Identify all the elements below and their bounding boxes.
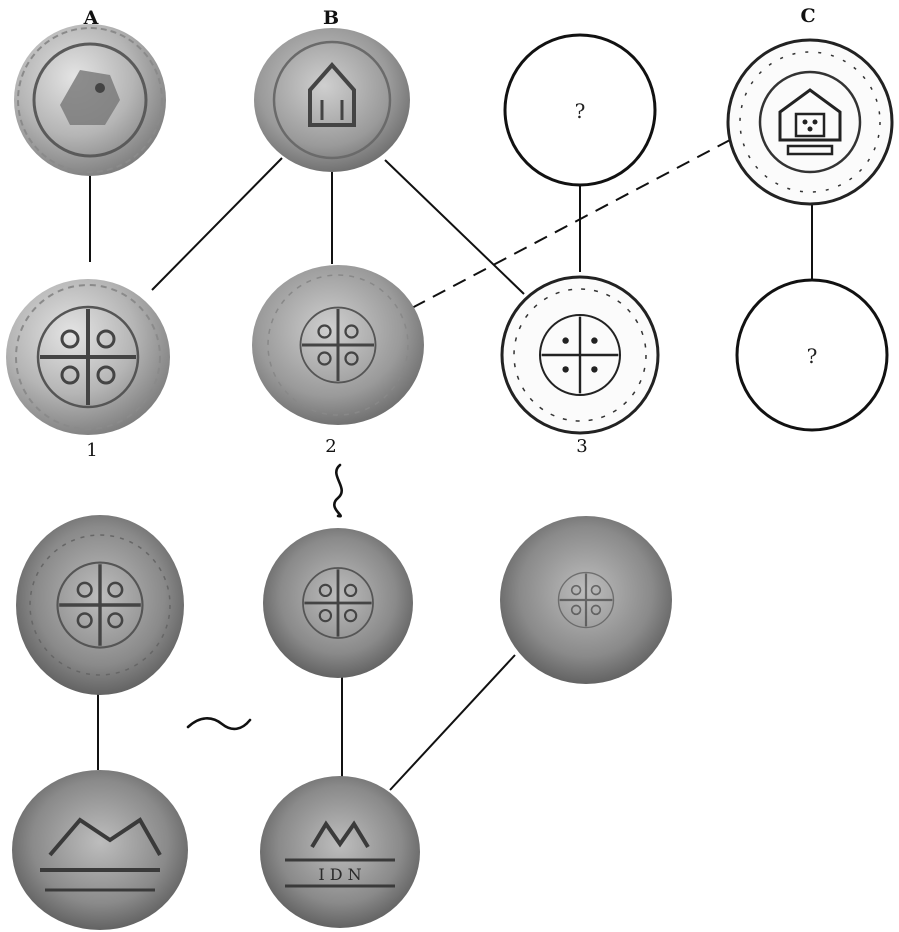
empty-coin-unknown-top: ? (505, 35, 655, 185)
coin-number-1: 1 (86, 440, 97, 461)
coin-1 (6, 279, 170, 435)
similarity-squiggle-horizontal (188, 718, 250, 729)
coin-2 (252, 265, 424, 425)
coin-number-2: 2 (325, 436, 336, 457)
column-label-b: B (323, 7, 339, 29)
coin-b (254, 28, 410, 172)
link-lower-right (390, 655, 515, 790)
connection-lines-lower (98, 655, 515, 790)
coin-number-3: 3 (576, 436, 587, 457)
empty-coin-unknown-bottom: ? (737, 280, 887, 430)
coin-3-drawing (502, 277, 658, 433)
coin-a (14, 24, 166, 176)
coin-lower-middle-obverse (263, 528, 413, 678)
coin-lower-middle-reverse: I D N (260, 776, 420, 928)
connection-lines-upper (90, 140, 812, 310)
coin-lower-right-obverse (500, 516, 672, 684)
similarity-squiggle-vertical (334, 465, 341, 516)
link-B-1 (152, 158, 282, 290)
column-label-c: C (800, 5, 815, 27)
link-B-3 (385, 160, 524, 294)
coin-c-drawing (728, 40, 892, 204)
coin-lower-left-obverse (16, 515, 184, 695)
coin-reverse-legend-glyphs: I D N (318, 865, 361, 884)
unknown-mark-top: ? (575, 99, 586, 123)
coin-lower-left-reverse (12, 770, 188, 930)
unknown-mark-bottom: ? (807, 344, 818, 368)
